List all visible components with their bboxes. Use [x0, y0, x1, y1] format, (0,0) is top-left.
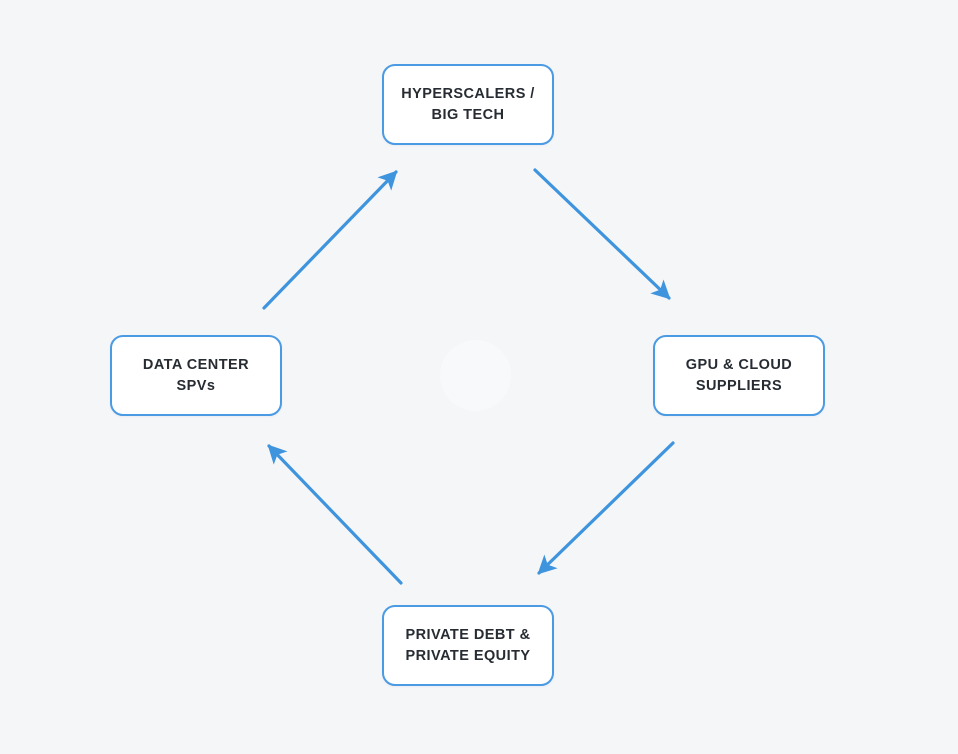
- node-data-center[interactable]: DATA CENTER SPVs: [110, 335, 282, 416]
- node-hyperscalers[interactable]: HYPERSCALERS / BIG TECH: [382, 64, 554, 145]
- node-hyperscalers-label: HYPERSCALERS / BIG TECH: [401, 85, 535, 123]
- edge-private-debt-to-data-center: [267, 444, 403, 585]
- edge-hyperscalers-to-gpu: [533, 168, 671, 300]
- node-private-debt-label: PRIVATE DEBT & PRIVATE EQUITY: [405, 626, 531, 664]
- edge-gpu-to-private-debt: [537, 441, 675, 575]
- node-gpu-cloud-label: GPU & CLOUD SUPPLIERS: [685, 356, 793, 394]
- node-data-center-label: DATA CENTER SPVs: [142, 356, 250, 394]
- center-hub-circle: [440, 340, 511, 411]
- edge-data-center-to-hyperscalers: [262, 170, 398, 310]
- node-gpu-cloud[interactable]: GPU & CLOUD SUPPLIERS: [653, 335, 825, 416]
- node-private-debt[interactable]: PRIVATE DEBT & PRIVATE EQUITY: [382, 605, 554, 686]
